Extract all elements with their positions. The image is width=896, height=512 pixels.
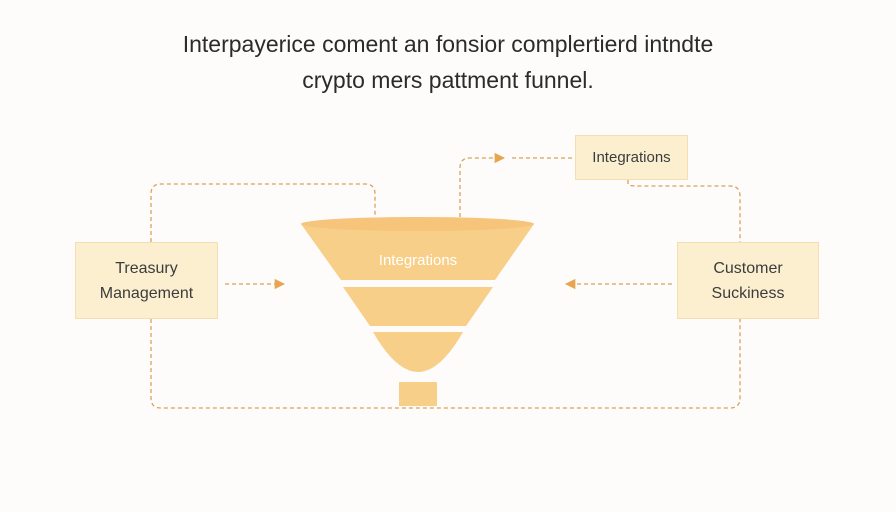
funnel-middle-section [343,287,493,326]
integrations-box: Integrations [575,135,688,180]
customer-suckiness-box: Customer Suckiness [677,242,819,319]
treasury-management-box: Treasury Management [75,242,218,319]
funnel-top-section [301,224,534,280]
integrations-to-customer-connector [627,180,741,242]
treasury-to-funnel-loop-connector [150,183,376,242]
funnel-bottom-section [373,332,463,372]
treasury-label-line-1: Treasury [115,259,178,277]
funnel-output-block [399,382,437,406]
customer-label-line-2: Suckiness [711,284,785,302]
funnel-rim [301,217,534,231]
funnel-to-integrations-connector [459,152,506,224]
diagram-title-line-2: crypto mers pattment funnel. [302,67,594,93]
integrations-label: Integrations [592,149,671,166]
bottom-loop-connector [150,319,741,409]
funnel-label: Integrations [378,252,458,269]
diagram-title-line-1: Interpayerice coment an fonsior complert… [182,31,714,57]
customer-label-line-1: Customer [713,259,783,277]
treasury-label-line-2: Management [99,284,194,302]
funnel [301,217,534,406]
